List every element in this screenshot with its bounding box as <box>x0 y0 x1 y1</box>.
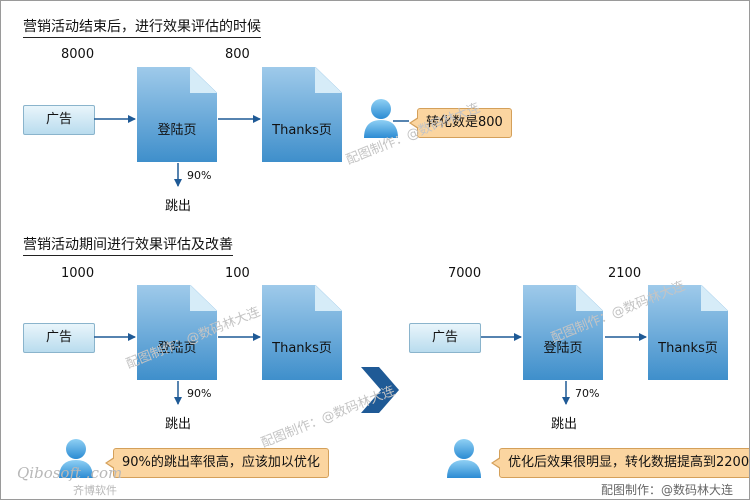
user-icon <box>59 439 93 478</box>
before-converted: 100 <box>225 266 250 281</box>
after-converted: 2100 <box>608 266 642 281</box>
after-bounce-label: 跳出 <box>551 417 578 432</box>
section1-thanks-page: Thanks页 <box>262 67 342 162</box>
section2-title: 营销活动期间进行效果评估及改善 <box>23 236 233 256</box>
after-landing-page: 登陆页 <box>523 285 603 380</box>
arrow-right-icon <box>361 367 399 413</box>
before-landing-page: 登陆页 <box>137 285 217 380</box>
before-thanks-page: Thanks页 <box>262 285 342 380</box>
thanks-label: Thanks页 <box>272 341 332 356</box>
thanks-label: Thanks页 <box>658 341 718 356</box>
after-ad-box: 广告 <box>409 323 481 353</box>
section1-callout: 转化数是800 <box>409 108 512 138</box>
section1-title: 营销活动结束后，进行效果评估的时候 <box>23 18 261 38</box>
section1-landing-page: 登陆页 <box>137 67 217 162</box>
before-bounce-rate: 90% <box>187 387 212 400</box>
landing-label: 登陆页 <box>543 341 583 356</box>
after-bounce-rate: 70% <box>575 387 600 400</box>
section1-bounce-rate: 90% <box>187 169 212 182</box>
before-visitors: 1000 <box>61 266 95 281</box>
section1-bounce-label: 跳出 <box>165 199 192 214</box>
landing-label: 登陆页 <box>157 341 197 356</box>
after-callout: 优化后效果很明显，转化数据提高到2200 <box>490 448 749 478</box>
before-bounce-label: 跳出 <box>165 417 192 432</box>
landing-label: 登陆页 <box>157 123 197 138</box>
logo-subtitle: 齐博软件 <box>73 484 117 497</box>
section1-ad-box: 广告 <box>23 105 95 135</box>
before-ad-box: 广告 <box>23 323 95 353</box>
user-icon <box>447 439 481 478</box>
logo-brand: Qibosoft .com <box>17 464 123 482</box>
section1-converted: 800 <box>225 47 250 62</box>
after-visitors: 7000 <box>448 266 482 281</box>
thanks-label: Thanks页 <box>272 123 332 138</box>
before-callout: 90%的跳出率很高，应该加以优化 <box>105 448 329 478</box>
user-icon <box>364 99 398 138</box>
after-thanks-page: Thanks页 <box>648 285 728 380</box>
section1-visitors: 8000 <box>61 47 95 62</box>
footer-credit: 配图制作：@数码林大连 <box>601 483 734 497</box>
